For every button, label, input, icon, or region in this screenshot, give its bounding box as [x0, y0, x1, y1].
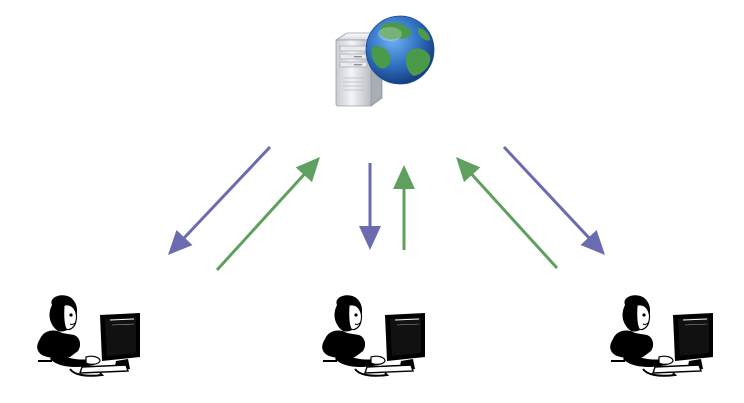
arrow-head: [359, 226, 381, 250]
arrow-client-center-to-server: [393, 165, 415, 250]
arrow-shaft: [502, 145, 592, 240]
client-right: [609, 294, 714, 377]
arrow-head: [580, 229, 605, 255]
user-at-computer-icon: [321, 294, 426, 377]
arrow-head: [168, 229, 193, 255]
arrow-shaft: [182, 145, 272, 241]
arrows: [168, 145, 605, 272]
user-at-computer-icon: [36, 294, 141, 377]
client-left: [36, 294, 141, 377]
arrow-client-left-to-server: [215, 157, 320, 272]
arrow-head: [456, 157, 481, 183]
arrow-shaft: [469, 172, 559, 270]
arrow-head: [393, 165, 415, 189]
arrow-client-right-to-server: [456, 157, 559, 270]
user-at-computer-icon: [609, 294, 714, 377]
arrow-server-to-client-center: [359, 163, 381, 250]
web-server-globe-icon: [334, 15, 435, 107]
client-center: [321, 294, 426, 377]
arrow-head: [295, 157, 320, 183]
arrow-shaft: [215, 172, 307, 272]
arrow-server-to-client-right: [502, 145, 605, 255]
arrow-server-to-client-left: [168, 145, 272, 255]
